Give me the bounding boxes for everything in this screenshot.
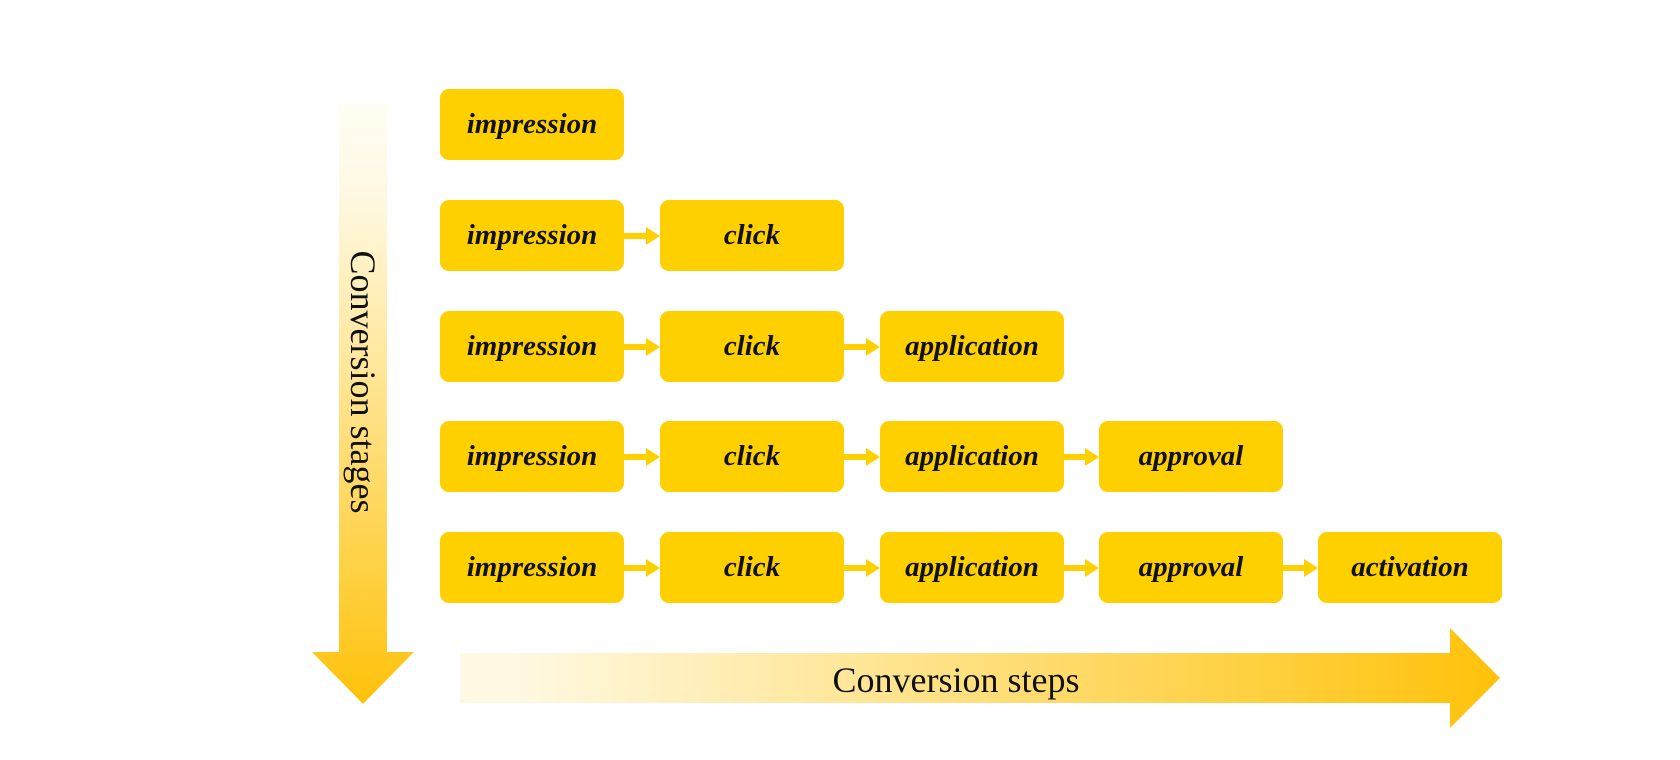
conversion-steps-label: Conversion steps <box>832 660 1080 700</box>
connector-arrow-shape <box>844 447 880 466</box>
step-box-impression: impression <box>440 89 624 160</box>
connector-arrow <box>624 226 660 245</box>
step-box-impression: impression <box>440 200 624 271</box>
step-box-click: click <box>660 200 844 271</box>
connector-arrow <box>1283 558 1318 577</box>
connector-arrow-shape <box>844 558 880 577</box>
connector-arrow-shape <box>844 337 880 356</box>
conversion-stages-arrow <box>312 104 414 704</box>
conversion-stages-label: Conversion stages <box>343 250 383 514</box>
connector-arrow <box>624 558 660 577</box>
step-box-approval: approval <box>1099 532 1283 603</box>
connector-arrow <box>624 337 660 356</box>
step-box-click: click <box>660 421 844 492</box>
step-box-activation: activation <box>1318 532 1502 603</box>
step-box-impression: impression <box>440 532 624 603</box>
connector-arrow <box>844 558 880 577</box>
step-box-approval: approval <box>1099 421 1283 492</box>
connector-arrow <box>844 447 880 466</box>
connector-arrow <box>624 447 660 466</box>
connector-arrow-shape <box>624 337 660 356</box>
connector-arrow-shape <box>1283 558 1318 577</box>
connector-arrow-shape <box>624 447 660 466</box>
connector-arrow-shape <box>1064 447 1099 466</box>
step-box-impression: impression <box>440 311 624 382</box>
connector-arrow-shape <box>1064 558 1099 577</box>
step-box-application: application <box>880 311 1064 382</box>
step-box-click: click <box>660 311 844 382</box>
connector-arrow-shape <box>624 226 660 245</box>
step-box-application: application <box>880 421 1064 492</box>
connector-arrow-shape <box>624 558 660 577</box>
conversion-stages-arrow-shape <box>312 104 414 704</box>
step-box-click: click <box>660 532 844 603</box>
conversion-steps-arrow <box>460 628 1500 728</box>
conversion-steps-arrow-shape <box>460 628 1500 728</box>
connector-arrow <box>1064 558 1099 577</box>
connector-arrow <box>1064 447 1099 466</box>
step-box-application: application <box>880 532 1064 603</box>
step-box-impression: impression <box>440 421 624 492</box>
connector-arrow <box>844 337 880 356</box>
